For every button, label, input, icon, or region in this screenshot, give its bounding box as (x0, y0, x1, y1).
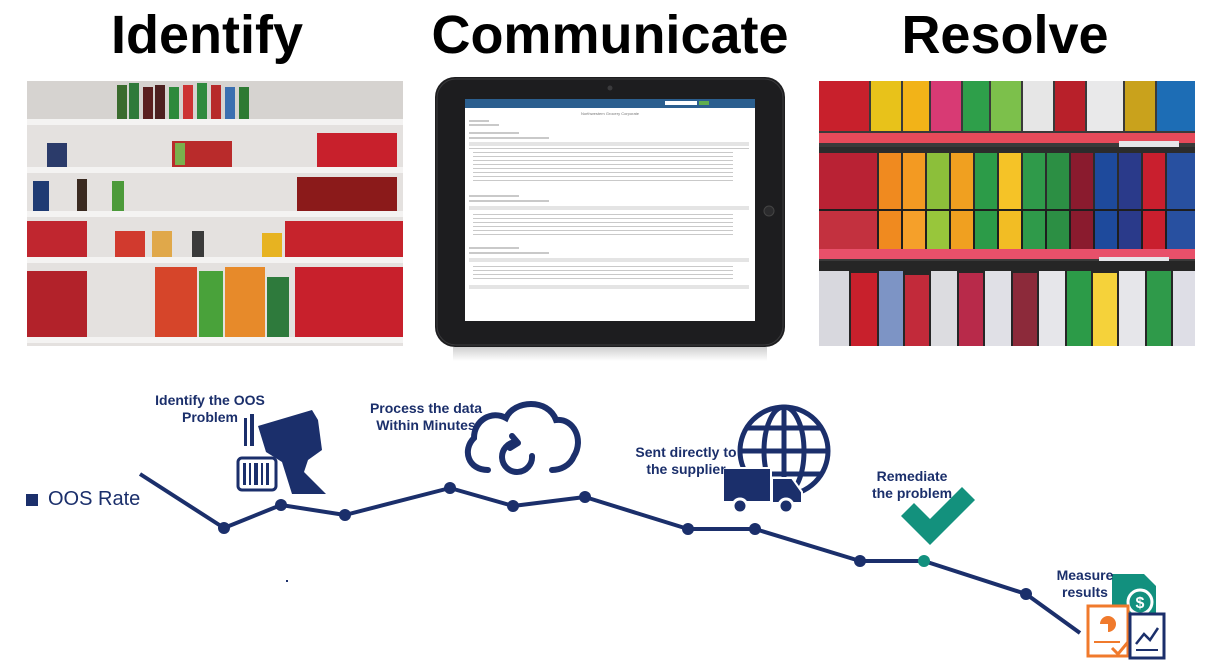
label-measure-results: Measure results (1056, 567, 1114, 600)
report-title: Northwestern Grocery Corporate (581, 111, 640, 116)
truck-icon (722, 467, 803, 515)
data-point (579, 491, 591, 503)
data-point (444, 482, 456, 494)
label-remediate: Remediate the problem (871, 468, 953, 501)
label-identify-problem: Identify the OOS Problem (155, 392, 265, 425)
data-point (682, 523, 694, 535)
barcode-scanner-icon (236, 410, 326, 494)
cloud-refresh-icon (464, 401, 581, 475)
data-point-remediate (918, 555, 930, 567)
tablet-report-image: Northwestern Grocery Corporate (433, 75, 787, 363)
checkmark-icon (901, 487, 975, 545)
data-point (218, 522, 230, 534)
data-point (339, 509, 351, 521)
stocked-shelves-illustration (819, 81, 1195, 346)
heading-resolve: Resolve (901, 5, 1109, 65)
empty-shelves-illustration (27, 81, 403, 346)
legend: OOS Rate (26, 488, 140, 511)
report-document-icon: $ (1086, 574, 1166, 660)
oos-rate-points (218, 482, 1032, 600)
data-point (854, 555, 866, 567)
data-point (275, 499, 287, 511)
legend-label: OOS Rate (48, 488, 141, 510)
svg-text:$: $ (1136, 595, 1145, 612)
heading-communicate: Communicate (431, 5, 789, 65)
label-process-data: Process the data Within Minutes (369, 400, 483, 433)
heading-identify: Identify (110, 5, 303, 65)
data-point (1020, 588, 1032, 600)
label-sent-to-supplier: Sent directly to the supplier (635, 444, 737, 477)
tablet-illustration: Northwestern Grocery Corporate (435, 77, 785, 361)
data-point (507, 500, 519, 512)
stocked-shelves-photo (819, 81, 1195, 346)
empty-shelves-photo (27, 81, 403, 346)
legend-swatch (26, 493, 38, 506)
data-point (749, 523, 761, 535)
